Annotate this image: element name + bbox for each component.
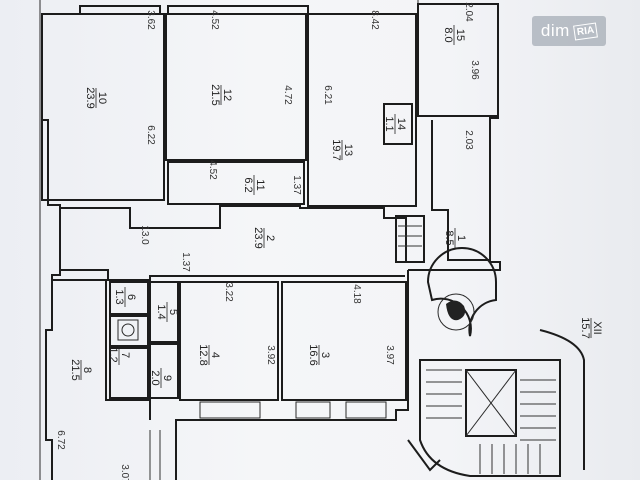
room-number: 3 — [319, 352, 331, 358]
room-label-11: 116.2 — [242, 175, 266, 195]
room-label-6: 61.3 — [113, 287, 137, 307]
room-label-9: 92.0 — [149, 368, 173, 388]
room-area: 1.3 — [113, 289, 125, 304]
bottom-rooms-walls — [52, 279, 407, 480]
room-number: 8 — [81, 367, 93, 373]
room-label-2: 223.9 — [252, 227, 276, 248]
room-number: XII — [591, 321, 603, 334]
room-number: 11 — [254, 179, 266, 190]
watermark-logo: dim RIA — [532, 16, 606, 46]
room-area: 1.4 — [155, 304, 167, 319]
room-area: 1.2 — [107, 347, 119, 362]
room-label-8: 821.5 — [69, 359, 93, 380]
room-area: 16.6 — [307, 344, 319, 365]
room-area: 8.5 — [443, 230, 455, 245]
room-area: 1.1 — [383, 116, 395, 131]
room-area: 21.5 — [69, 359, 81, 380]
dimension-label: 4.52 — [209, 10, 220, 30]
staircase — [407, 247, 585, 477]
room-area: 23.9 — [84, 87, 96, 108]
watermark-sub: RIA — [572, 21, 598, 41]
room-area: 19.7 — [330, 139, 342, 160]
dimension-label: 13.0 — [139, 225, 150, 245]
room-label-15: 158.0 — [442, 25, 466, 45]
room-number: 7 — [119, 352, 131, 358]
dimension-label: 8.42 — [369, 10, 380, 30]
room-number: 13 — [342, 144, 354, 156]
dimension-label: 2.03 — [463, 130, 474, 150]
dimension-label: 3.97 — [384, 345, 395, 365]
dimension-label: 3.92 — [265, 345, 276, 365]
top-rooms-walls — [41, 3, 499, 261]
room-number: 15 — [454, 29, 466, 41]
outer-walls — [41, 3, 501, 480]
dimension-label: 6.21 — [322, 85, 333, 105]
dimension-label: 6.22 — [145, 125, 156, 145]
room-number: 1 — [455, 235, 467, 241]
room-number: 6 — [125, 294, 137, 300]
room-area: 8.0 — [442, 27, 454, 42]
corridor-walls — [60, 205, 425, 281]
dimension-label: 3.62 — [145, 10, 156, 30]
room-label-14: 141.1 — [383, 114, 407, 134]
dimension-label: 1.37 — [180, 252, 191, 272]
room-area: 21.5 — [209, 84, 221, 105]
room-area: 6.2 — [242, 177, 254, 192]
room-number: 14 — [395, 118, 407, 130]
room-area: 2.0 — [149, 370, 161, 385]
room-label-3: 316.6 — [307, 344, 331, 365]
room-number: 5 — [167, 309, 179, 315]
room-number: 9 — [161, 375, 173, 381]
room-number: 12 — [221, 89, 233, 101]
dimension-label: 3.07 — [119, 464, 130, 480]
dimension-label: 4.18 — [351, 284, 362, 304]
room-label-5: 51.4 — [155, 302, 179, 322]
room-number: 10 — [96, 92, 108, 104]
dimension-label: 3.22 — [223, 282, 234, 302]
room-area: 12.8 — [197, 344, 209, 365]
room-label-4: 412.8 — [197, 344, 221, 365]
room-number: 2 — [264, 235, 276, 241]
watermark-brand: dim — [540, 21, 570, 40]
room-label-7: 71.2 — [107, 345, 131, 365]
dimension-label: 4.52 — [207, 160, 218, 180]
dimension-label: 1.37 — [291, 175, 302, 195]
dimension-label: 2.04 — [463, 2, 474, 22]
dimension-label: 4.72 — [282, 85, 293, 105]
dimension-label: 3.96 — [469, 60, 480, 80]
room-area: 15.7 — [579, 317, 591, 338]
room-area: 23.9 — [252, 227, 264, 248]
room-label-1: 18.5 — [443, 228, 467, 248]
dimension-label: 6.72 — [55, 430, 66, 450]
room-number: 4 — [209, 352, 221, 358]
